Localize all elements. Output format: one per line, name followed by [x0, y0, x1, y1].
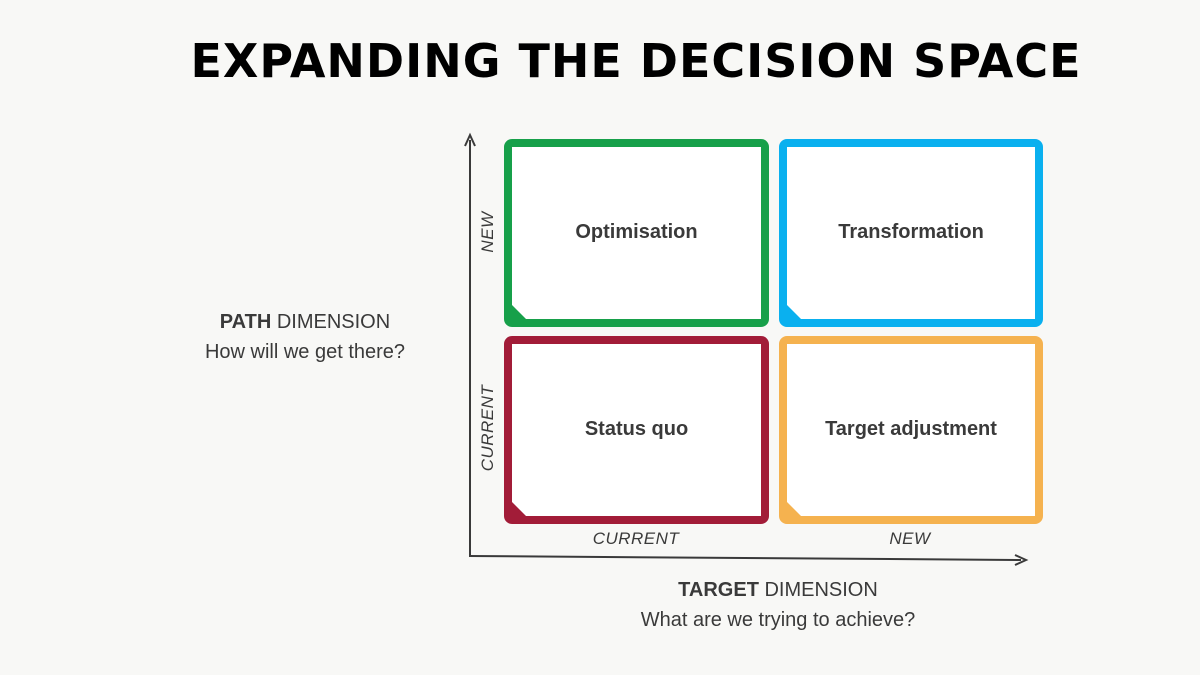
x-axis-arrowhead — [1014, 554, 1029, 566]
quadrant-transformation: Transformation — [779, 139, 1043, 327]
quadrant-optimisation: Optimisation — [504, 139, 769, 327]
quadrant-status-quo: Status quo — [504, 336, 769, 524]
x-axis-line — [468, 555, 1022, 561]
target-dimension-question: What are we trying to achieve? — [640, 609, 916, 631]
quadrant-target-adjustment: Target adjustment — [779, 336, 1043, 524]
path-dimension-heading: PATH DIMENSION — [180, 307, 430, 337]
y-tick-current: CURRENT — [478, 384, 497, 472]
quadrant-label: Target adjustment — [825, 418, 997, 440]
page-title: EXPANDING THE DECISION SPACE — [190, 34, 1082, 88]
target-dimension-heading: TARGET DIMENSION — [603, 575, 953, 605]
quadrant-label: Transformation — [838, 221, 984, 243]
y-tick-new: NEW — [478, 211, 497, 253]
quadrant-corner-notch — [787, 502, 801, 516]
path-dimension-rest: DIMENSION — [271, 311, 391, 333]
path-dimension-strong: PATH — [219, 311, 272, 333]
quadrant-label: Status quo — [584, 418, 689, 440]
quadrant-corner-notch — [512, 305, 526, 319]
quadrant-label: Optimisation — [575, 221, 698, 243]
x-tick-current: CURRENT — [592, 529, 680, 548]
quadrant-corner-notch — [787, 305, 801, 319]
x-tick-new: NEW — [889, 529, 931, 548]
target-dimension-strong: TARGET — [678, 579, 759, 601]
target-dimension-label: TARGET DIMENSION What are we trying to a… — [603, 575, 953, 635]
target-dimension-rest: DIMENSION — [758, 579, 878, 601]
quadrant-corner-notch — [512, 502, 526, 516]
y-axis-arrowhead — [464, 132, 476, 147]
path-dimension-question: How will we get there? — [204, 341, 406, 363]
path-dimension-label: PATH DIMENSION How will we get there? — [180, 307, 430, 367]
